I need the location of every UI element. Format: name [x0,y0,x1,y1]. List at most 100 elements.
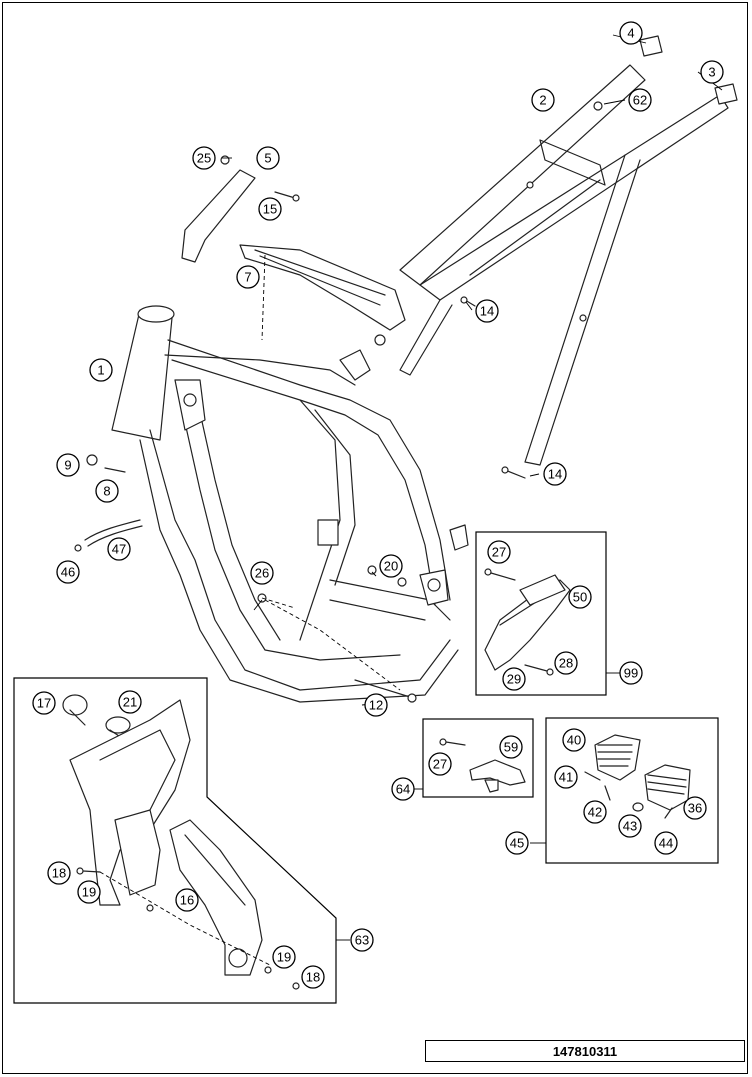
callout-16: 16 [175,888,199,912]
callout-47: 47 [107,537,131,561]
callout-27: 27 [487,540,511,564]
callout-14: 14 [475,299,499,323]
subframe [399,64,729,466]
callout-40: 40 [562,728,586,752]
callout-label: 21 [123,695,137,710]
callout-label: 14 [480,304,494,319]
callout-circle [107,537,131,561]
callout-15: 15 [258,197,282,221]
callout-circle [499,735,523,759]
callout-18: 18 [301,965,325,989]
callout-44: 44 [654,831,678,855]
callout-label: 28 [559,656,573,671]
callout-50: 50 [568,585,592,609]
callout-label: 43 [623,819,637,834]
callout-7: 7 [236,265,260,289]
callout-label: 29 [507,672,521,687]
callout-59: 59 [499,735,523,759]
callout-64: 64 [391,777,415,801]
callout-label: 47 [112,542,126,557]
callout-label: 19 [277,950,291,965]
callout-circle [32,691,56,715]
callout-circle [56,560,80,584]
callout-label: 17 [37,696,51,711]
callout-43: 43 [618,814,642,838]
callout-20: 20 [379,554,403,578]
callout-label: 20 [384,559,398,574]
document-number-box: 147810311 [425,1040,745,1062]
callout-14: 14 [543,462,567,486]
callout-label: 9 [64,458,71,473]
callout-label: 36 [688,801,702,816]
callout-29: 29 [502,667,526,691]
screw-14 [460,296,526,479]
callout-circle [583,800,607,824]
callout-label: 59 [504,740,518,755]
callout-circle [256,146,280,170]
callout-1: 1 [89,358,113,382]
callout-17: 17 [32,691,56,715]
callout-circle [391,777,415,801]
callout-label: 99 [624,666,638,681]
heat-shield [239,244,406,346]
callout-3: 3 [700,60,724,84]
bushings-20 [257,565,407,609]
callout-28: 28 [554,651,578,675]
callout-circle [428,752,452,776]
callout-circle [258,197,282,221]
callout-label: 5 [264,151,271,166]
callout-label: 42 [588,805,602,820]
callout-circle [618,814,642,838]
chain-slider-set [414,718,534,798]
callout-circle [77,880,101,904]
callout-9: 9 [56,453,80,477]
callout-19: 19 [77,880,101,904]
callout-label: 41 [559,770,573,785]
callout-label: 19 [82,885,96,900]
callout-12: 12 [364,693,388,717]
callout-label: 3 [708,65,715,80]
callouts: 1234578912141415161718181919202125262727… [32,21,724,989]
callout-circle [487,540,511,564]
screw-8-nut-9 [86,454,126,473]
callout-label: 12 [369,698,383,713]
callout-8: 8 [95,479,119,503]
callout-label: 25 [197,151,211,166]
callout-circle [236,265,260,289]
callout-41: 41 [554,765,578,789]
callout-label: 50 [573,590,587,605]
callout-circle [56,453,80,477]
callout-circle [364,693,388,717]
callout-46: 46 [56,560,80,584]
callout-circle [683,796,707,820]
callout-circle [175,888,199,912]
callout-label: 27 [492,545,506,560]
callout-label: 2 [539,93,546,108]
footrest-set [530,717,719,864]
frame-protector-set [13,677,350,1004]
callout-label: 7 [244,270,251,285]
callout-63: 63 [350,928,374,952]
bracket-5 [181,155,300,263]
callout-circle [543,462,567,486]
callout-label: 14 [548,467,562,482]
callout-26: 26 [250,561,274,585]
callout-label: 45 [510,836,524,851]
callout-36: 36 [683,796,707,820]
callout-label: 27 [433,757,447,772]
callout-circle [350,928,374,952]
callout-circle [554,651,578,675]
callout-label: 1 [97,363,104,378]
callout-label: 46 [61,565,75,580]
callout-circle [654,831,678,855]
callout-circle [568,585,592,609]
callout-circle [47,861,71,885]
document-number: 147810311 [552,1043,618,1059]
callout-circle [619,661,643,685]
hose-47 [74,519,143,552]
leader-lines [222,34,723,706]
chain-guide-set [475,531,620,696]
callout-circle [272,945,296,969]
